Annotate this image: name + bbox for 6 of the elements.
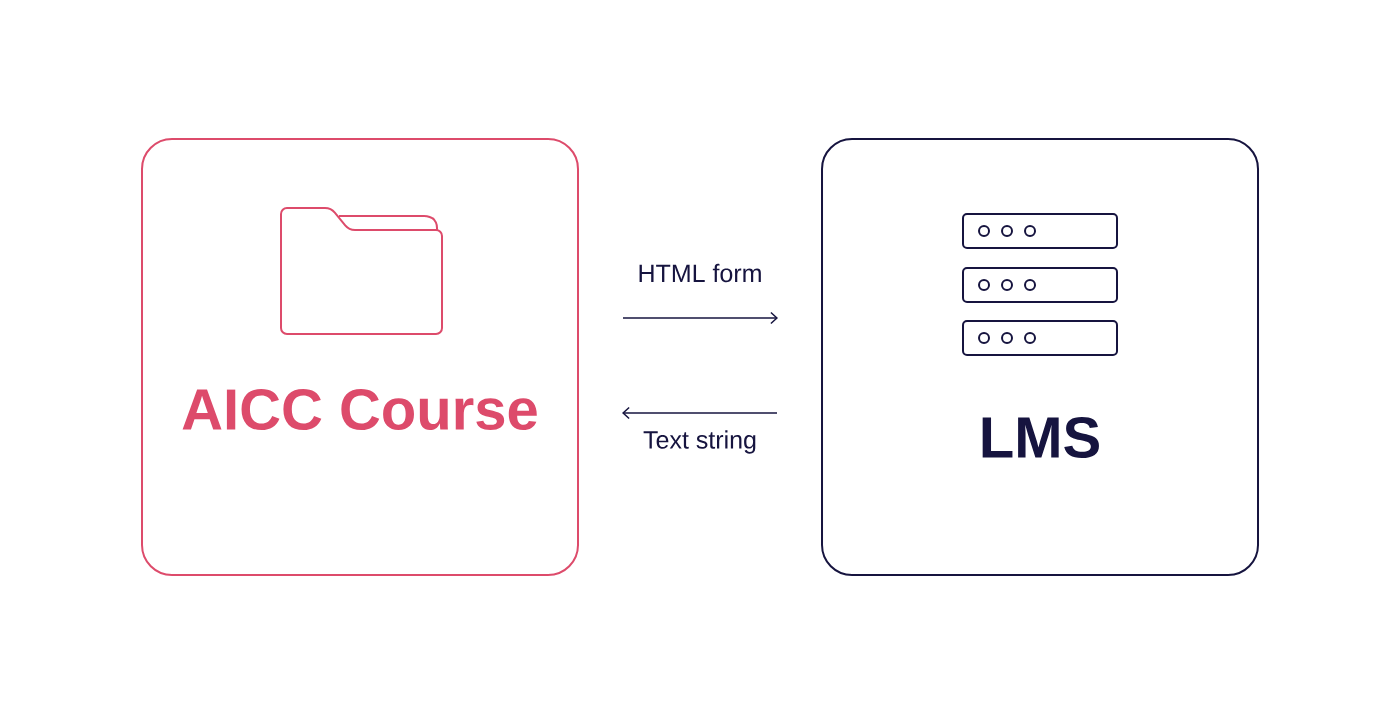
edge-label: HTML form <box>639 263 761 283</box>
card: LMS <box>821 138 1259 576</box>
card: AICC Course <box>141 138 579 576</box>
arrow <box>622 406 778 420</box>
edge-label: Text string <box>643 430 756 454</box>
arrow <box>622 311 778 325</box>
